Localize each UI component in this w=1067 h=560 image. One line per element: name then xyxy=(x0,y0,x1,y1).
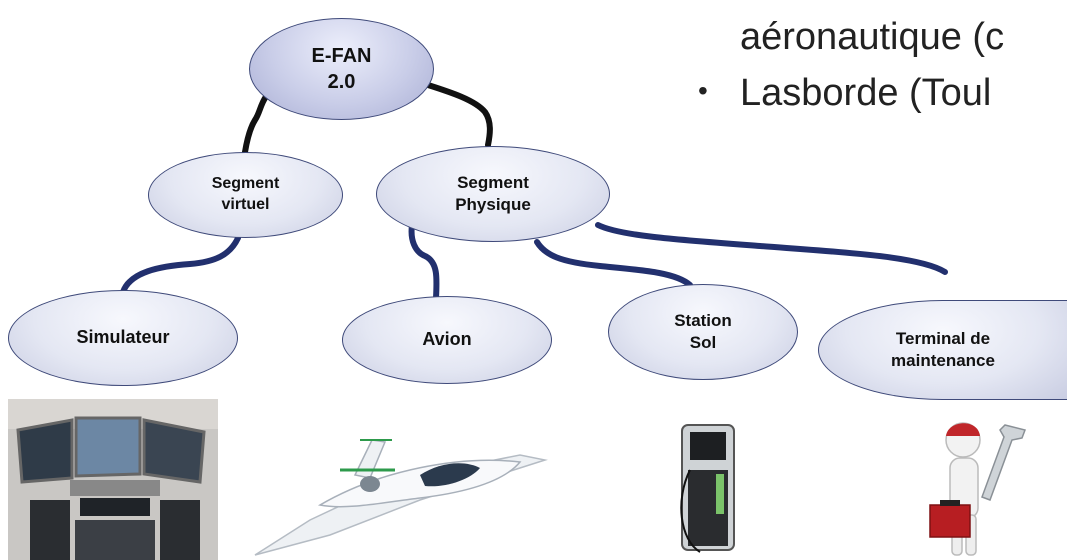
node-avion: Avion xyxy=(342,296,552,384)
node-segment-virtuel-label: Segment virtuel xyxy=(211,175,280,213)
bullet-icon: • xyxy=(698,75,708,106)
connector-physique-terminal xyxy=(595,222,948,275)
node-simulateur-label: Simulateur xyxy=(76,327,170,348)
slide-text-line-1: aéronautique (c xyxy=(740,16,1005,58)
connector-physique-avion xyxy=(408,222,440,301)
node-root: E-FAN 2.0 xyxy=(249,18,434,120)
node-segment-physique: Segment Physique xyxy=(376,146,610,242)
simulator-image xyxy=(8,399,218,560)
connector-root-physique xyxy=(425,82,493,148)
connector-physique-station xyxy=(534,239,693,288)
node-simulateur: Simulateur xyxy=(8,290,238,386)
node-avion-label: Avion xyxy=(422,329,472,350)
node-terminal-maintenance-label: Terminal de maintenance xyxy=(891,328,995,370)
node-segment-virtuel: Segment virtuel xyxy=(148,152,343,238)
mechanic-image xyxy=(929,422,1026,556)
node-segment-physique-label: Segment Physique xyxy=(455,172,531,214)
slide-text-line-2: Lasborde (Toul xyxy=(740,72,992,114)
node-terminal-maintenance: Terminal de maintenance xyxy=(818,300,1067,400)
charging-station-image xyxy=(680,424,735,553)
node-root-label: E-FAN 2.0 xyxy=(311,45,372,93)
connector-virtuel-simulateur xyxy=(120,235,241,295)
node-station-sol: Station Sol xyxy=(608,284,798,380)
airplane-image xyxy=(254,439,548,556)
node-station-sol-label: Station Sol xyxy=(674,310,732,352)
